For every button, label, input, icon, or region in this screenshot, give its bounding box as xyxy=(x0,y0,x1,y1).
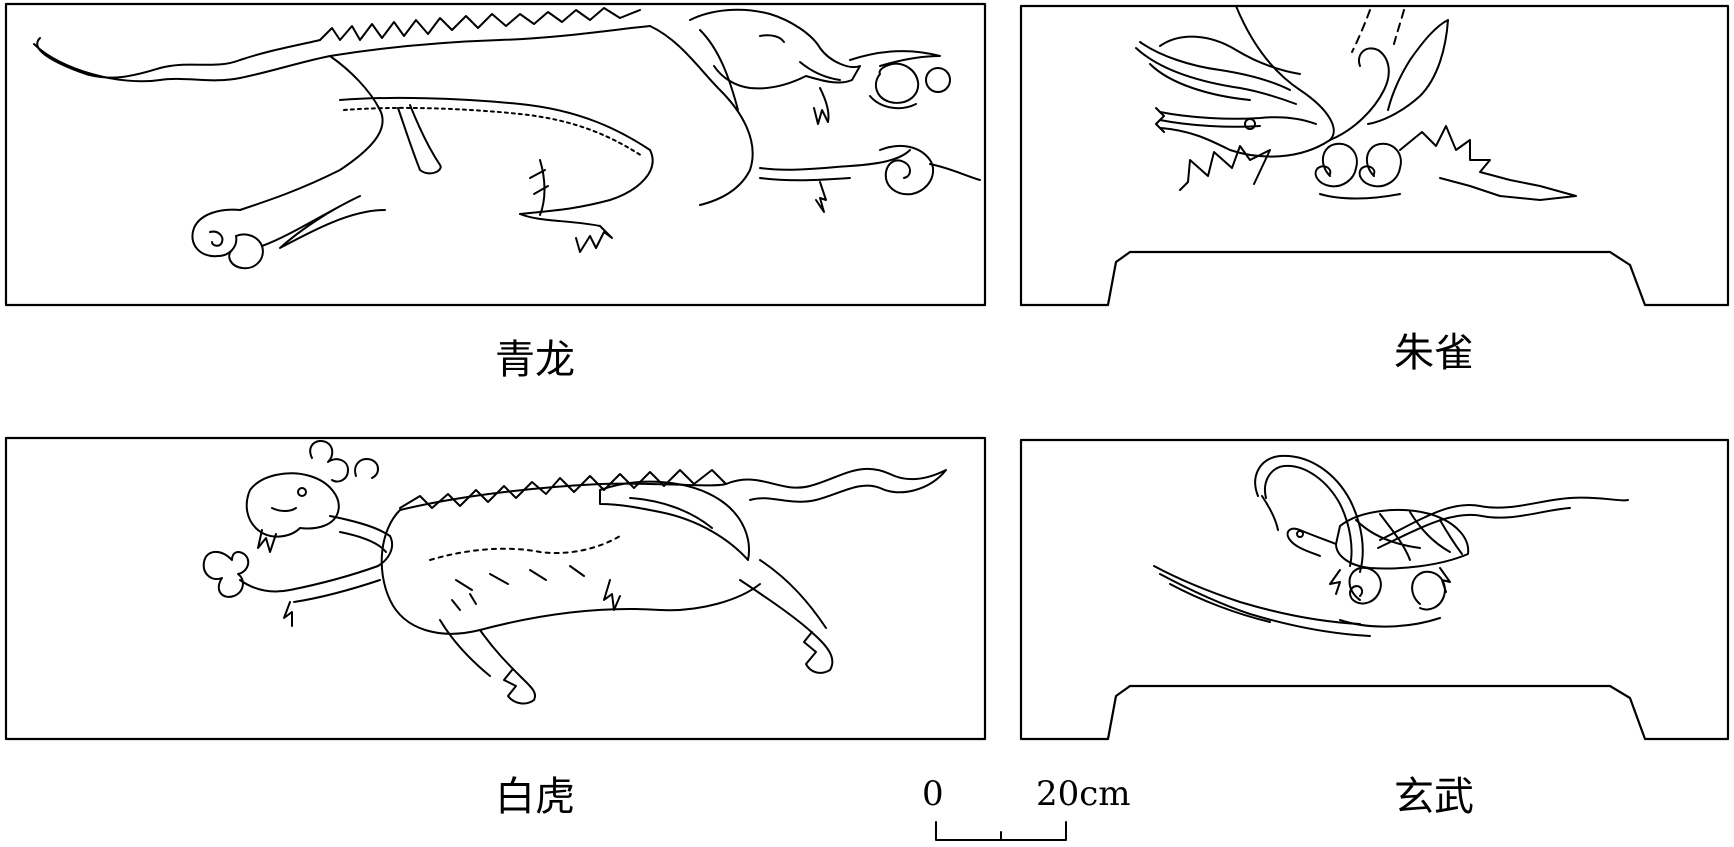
tiger-panel xyxy=(4,436,987,741)
tiger-figure xyxy=(202,440,947,705)
tiger-caption: 白虎 xyxy=(495,774,575,820)
turtle-panel xyxy=(1019,438,1730,741)
dragon-figure xyxy=(33,7,981,270)
bird-panel xyxy=(1019,4,1730,307)
scale-bar-line xyxy=(935,821,1067,841)
scale-zero-label: 0 xyxy=(922,774,944,814)
turtle-caption: 玄武 xyxy=(1394,774,1474,820)
bird-figure xyxy=(1135,5,1577,201)
dragon-panel xyxy=(4,2,987,307)
dragon-panel-frame xyxy=(4,2,987,307)
turtle-panel-frame xyxy=(1019,438,1730,741)
turtle-figure xyxy=(1153,454,1629,637)
scale-end-label: 20cm xyxy=(1036,774,1131,814)
tiger-panel-frame xyxy=(4,436,987,741)
bird-caption: 朱雀 xyxy=(1394,330,1474,376)
scale-bar xyxy=(935,821,1067,841)
dragon-caption: 青龙 xyxy=(495,337,575,383)
bird-panel-frame xyxy=(1019,4,1730,307)
